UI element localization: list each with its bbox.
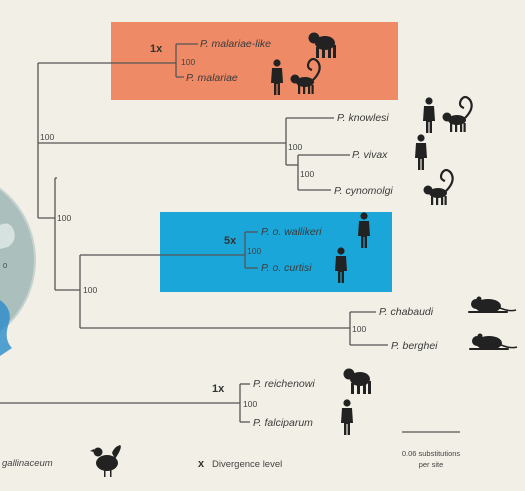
taxon-p-knowlesi: P. knowlesi	[337, 112, 389, 124]
scale-label-line1: 0.06 substitutions	[402, 449, 461, 458]
vivax-cynomolgi-support-value: 100	[300, 169, 314, 179]
malariae-divergence-label: 1x	[150, 43, 163, 55]
taxon-p-cynomolgi: P. cynomolgi	[334, 185, 393, 197]
taxon-p-berghei: P. berghei	[391, 340, 438, 352]
ovale-rodent-support-value: 100	[83, 285, 97, 295]
ovale-clade-box	[160, 212, 392, 292]
taxon-p-chabaudi: P. chabaudi	[379, 306, 434, 318]
taxon-p-malariae-like: P. malariae-like	[200, 38, 271, 50]
malariae-clade-box	[111, 22, 398, 100]
root-support-value: 100	[40, 132, 54, 142]
divergence-legend-label: Divergence level	[212, 459, 282, 470]
laverania-divergence-label: 1x	[212, 383, 225, 395]
laverania-support-value: 100	[243, 399, 257, 409]
ovale-support-value: 100	[247, 246, 261, 256]
taxon-p-o-curtisi: P. o. curtisi	[261, 262, 312, 274]
outgroup-label: gallinaceum	[2, 458, 53, 469]
taxon-p-o-wallikeri: P. o. wallikeri	[261, 226, 322, 238]
malariae-support-value: 100	[181, 57, 195, 67]
taxon-p-reichenowi: P. reichenowi	[253, 378, 315, 390]
taxon-p-vivax: P. vivax	[352, 149, 388, 161]
ovale-divergence-label: 5x	[224, 235, 237, 247]
divergence-marker: x	[198, 458, 205, 470]
rodent-support-value: 100	[352, 324, 366, 334]
globe-fragment-label: 0	[3, 261, 7, 270]
vivax-clade-support-value: 100	[288, 142, 302, 152]
primate-rodent-support-value: 100	[57, 213, 71, 223]
taxon-p-malariae: P. malariae	[186, 72, 238, 84]
taxon-p-falciparum: P. falciparum	[253, 417, 313, 429]
scale-label-line2: per site	[419, 460, 444, 469]
